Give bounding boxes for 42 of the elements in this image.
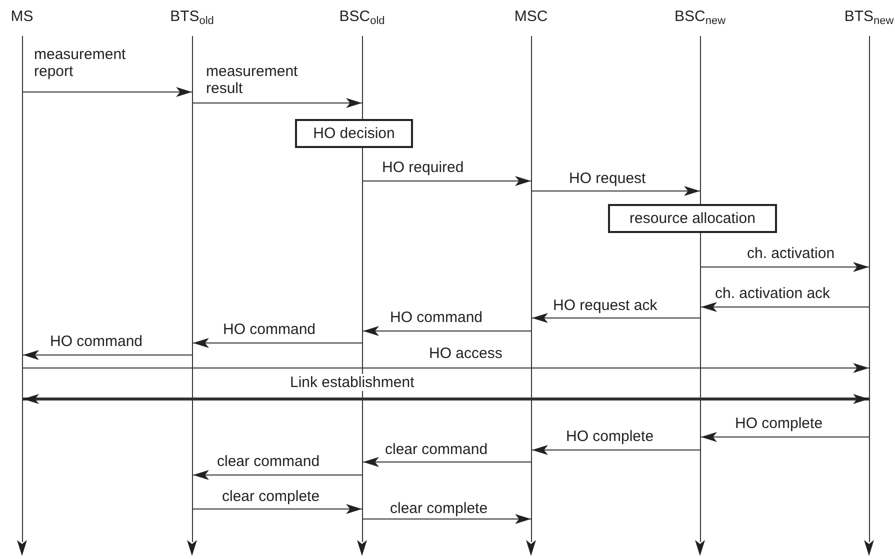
- message-arrow: [362, 326, 532, 336]
- message-arrow: [532, 313, 700, 323]
- step-label: HO decision: [313, 125, 395, 142]
- lifeline-label: BTS$_{old}$: [170, 8, 214, 26]
- message-arrow: [700, 302, 870, 312]
- edge-label: HO request: [567, 170, 648, 187]
- lifeline: [362, 36, 363, 542]
- message-arrow: [362, 176, 532, 186]
- edge-label: clear complete: [220, 488, 322, 505]
- message-arrow: [362, 457, 532, 467]
- lifeline: [869, 36, 870, 542]
- lifeline: [700, 36, 701, 542]
- edge-label: HO required: [380, 159, 466, 176]
- message-arrow: [532, 186, 700, 196]
- lifeline-label: MS: [10, 8, 34, 26]
- lifeline: [531, 36, 532, 542]
- edge-label: HO complete: [733, 415, 825, 432]
- message-arrow: [192, 98, 362, 108]
- lifeline-label: MSC: [514, 8, 548, 26]
- message-arrow: [700, 262, 870, 272]
- lifeline-label: BTS$_{new}$: [844, 8, 894, 26]
- message-arrow: [22, 87, 192, 97]
- edge-label: Link establishment: [288, 374, 416, 391]
- edge-label: clear complete: [388, 500, 490, 517]
- message-arrow: [192, 338, 362, 348]
- message-arrow: [22, 363, 870, 373]
- process-box: [295, 119, 413, 148]
- message-arrow: [362, 514, 532, 524]
- lifeline: [22, 36, 23, 542]
- message-arrow: [22, 350, 192, 360]
- message-arrow: [192, 470, 362, 480]
- message-arrow: [23, 394, 869, 404]
- message-arrow: [532, 445, 700, 455]
- lifeline: [192, 36, 193, 542]
- process-box: [608, 204, 777, 233]
- lifeline-label: BSC$_{old}$: [339, 8, 385, 26]
- lifeline-label: BSC$_{new}$: [674, 8, 726, 26]
- edge-label: HO complete: [564, 428, 656, 445]
- step-label: resource allocation: [630, 210, 756, 227]
- message-arrow: [700, 432, 870, 442]
- message-arrow: [192, 504, 362, 514]
- edge-label: HO request ack: [551, 297, 660, 314]
